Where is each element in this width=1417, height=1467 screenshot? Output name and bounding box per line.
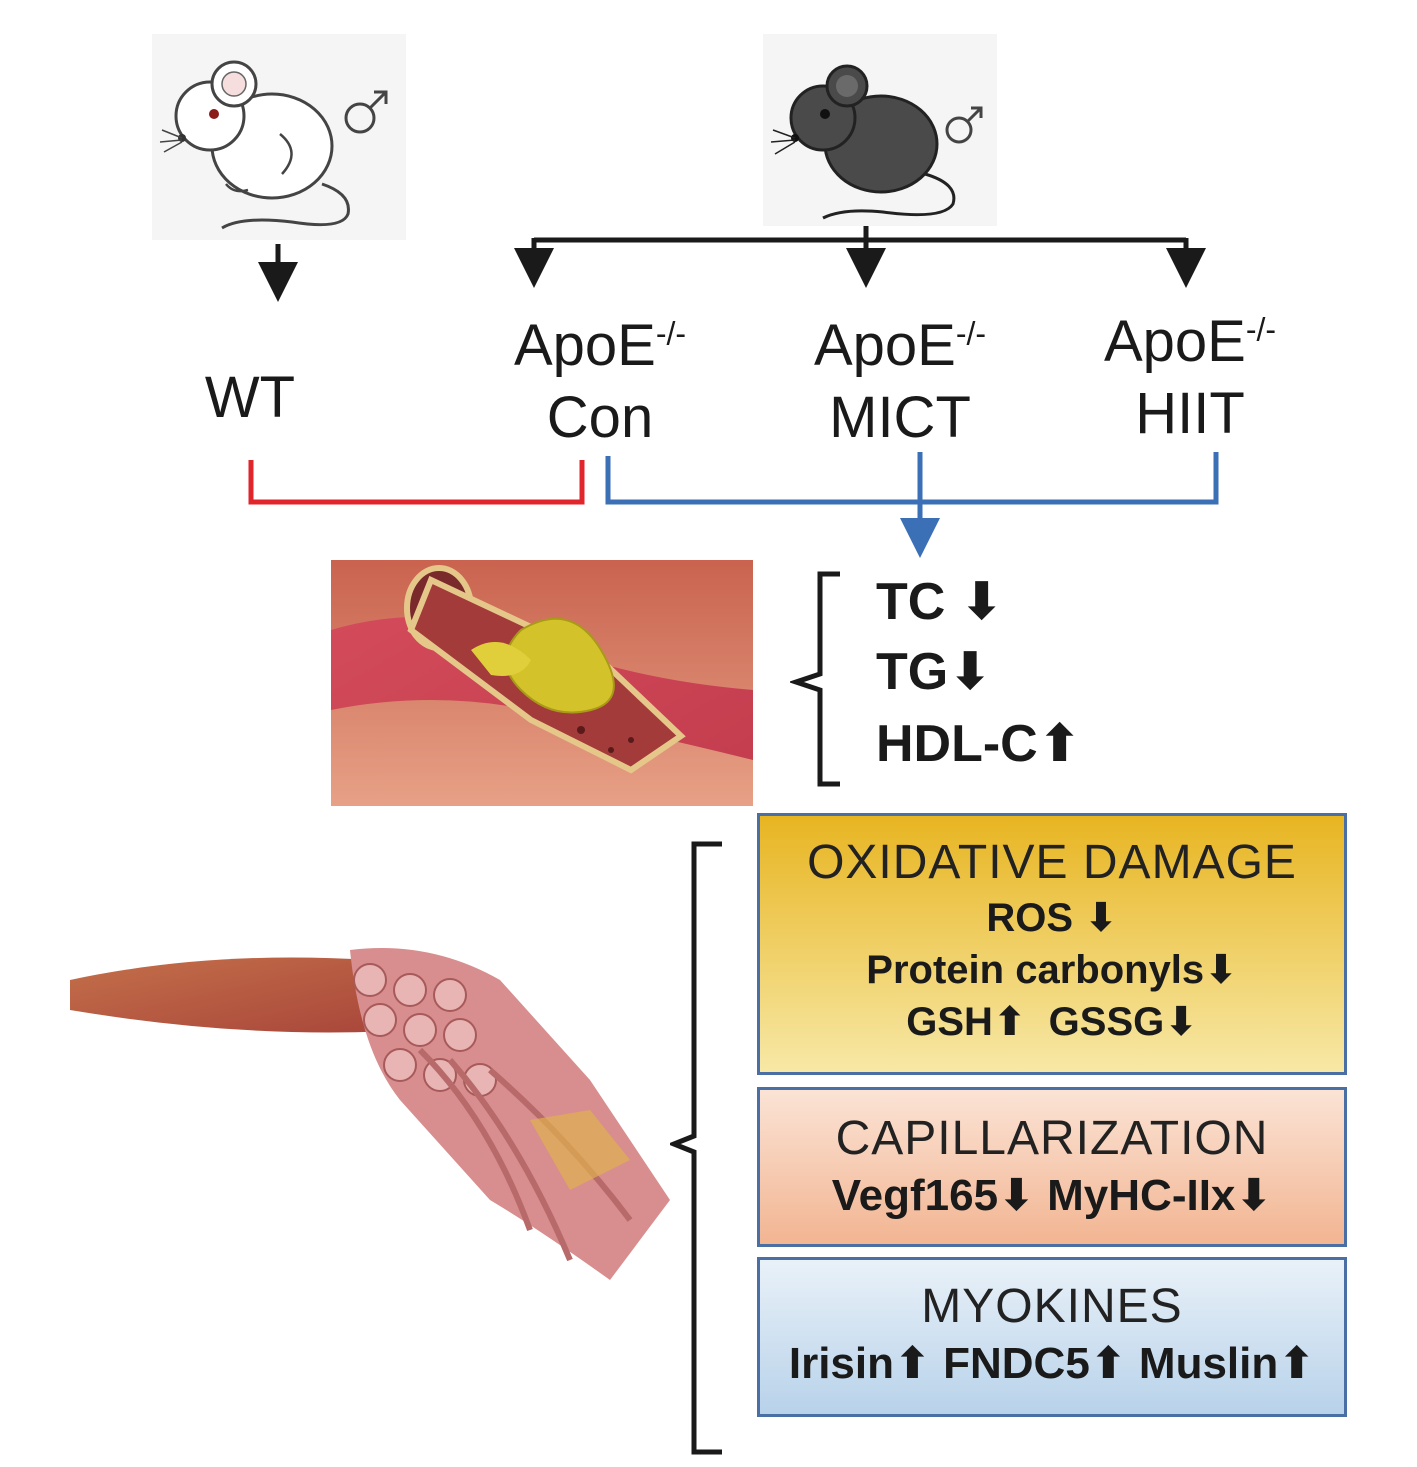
ros-item: ROS ⬇ [760, 892, 1344, 944]
gsh-gssg-item: GSH⬆ GSSG⬇ [760, 996, 1344, 1048]
down-arrow-icon: ⬇ [948, 643, 992, 701]
up-arrow-icon: ⬆ [1278, 1339, 1316, 1388]
lipid-brace [790, 571, 840, 787]
white-mouse-icon [159, 60, 388, 230]
artery-image [331, 560, 753, 806]
myokines-items: Irisin⬆ FNDC5⬆ Muslin⬆ [760, 1336, 1344, 1392]
up-arrow-icon: ⬆ [894, 1339, 931, 1388]
wt-label: WT [204, 365, 296, 430]
capillarization-items: Vegf165⬇ MyHC-IIx⬇ [760, 1168, 1344, 1224]
wt-mouse-image [152, 34, 406, 240]
muscle-brace [670, 841, 722, 1455]
artery-plaque-icon [331, 560, 753, 806]
muscle-fiber-icon [70, 948, 670, 1280]
up-arrow-icon: ⬆ [1089, 1339, 1127, 1388]
tc-item: TC ⬇ [876, 573, 1004, 631]
down-arrow-icon: ⬇ [1235, 1171, 1273, 1220]
down-arrow-icon: ⬇ [1084, 896, 1118, 940]
apoe-hiit-label: ApoE-/- HIIT [1103, 309, 1277, 446]
down-arrow-icon: ⬇ [1204, 948, 1238, 992]
hdl-item: HDL-C⬆ [876, 715, 1082, 773]
red-bracket [248, 460, 585, 505]
black-mouse-icon [770, 64, 983, 220]
apoe-con-label: ApoE-/- Con [513, 313, 687, 450]
up-arrow-icon: ⬆ [992, 1000, 1027, 1044]
muscle-image [70, 900, 690, 1290]
down-arrow-icon: ⬇ [1164, 1000, 1198, 1044]
capillarization-title: CAPILLARIZATION [835, 1112, 1269, 1165]
down-arrow-icon: ⬇ [998, 1171, 1035, 1220]
down-arrow-icon: ⬇ [959, 573, 1004, 631]
oxidative-title: OXIDATIVE DAMAGE [807, 836, 1297, 889]
myokines-box: MYOKINES Irisin⬆ FNDC5⬆ Muslin⬆ [757, 1257, 1347, 1417]
tg-item: TG⬇ [876, 643, 992, 701]
group-connectors [248, 226, 1219, 558]
apoe-mict-label: ApoE-/- MICT [813, 313, 987, 450]
apoe-mouse-image [763, 34, 997, 226]
blue-bracket [605, 452, 1219, 505]
protein-carbonyls-item: Protein carbonyls⬇ [760, 944, 1344, 996]
capillarization-box: CAPILLARIZATION Vegf165⬇ MyHC-IIx⬇ [757, 1087, 1347, 1247]
up-arrow-icon: ⬆ [1037, 715, 1082, 773]
myokines-title: MYOKINES [921, 1280, 1183, 1333]
oxidative-damage-box: OXIDATIVE DAMAGE ROS ⬇ Protein carbonyls… [757, 813, 1347, 1075]
